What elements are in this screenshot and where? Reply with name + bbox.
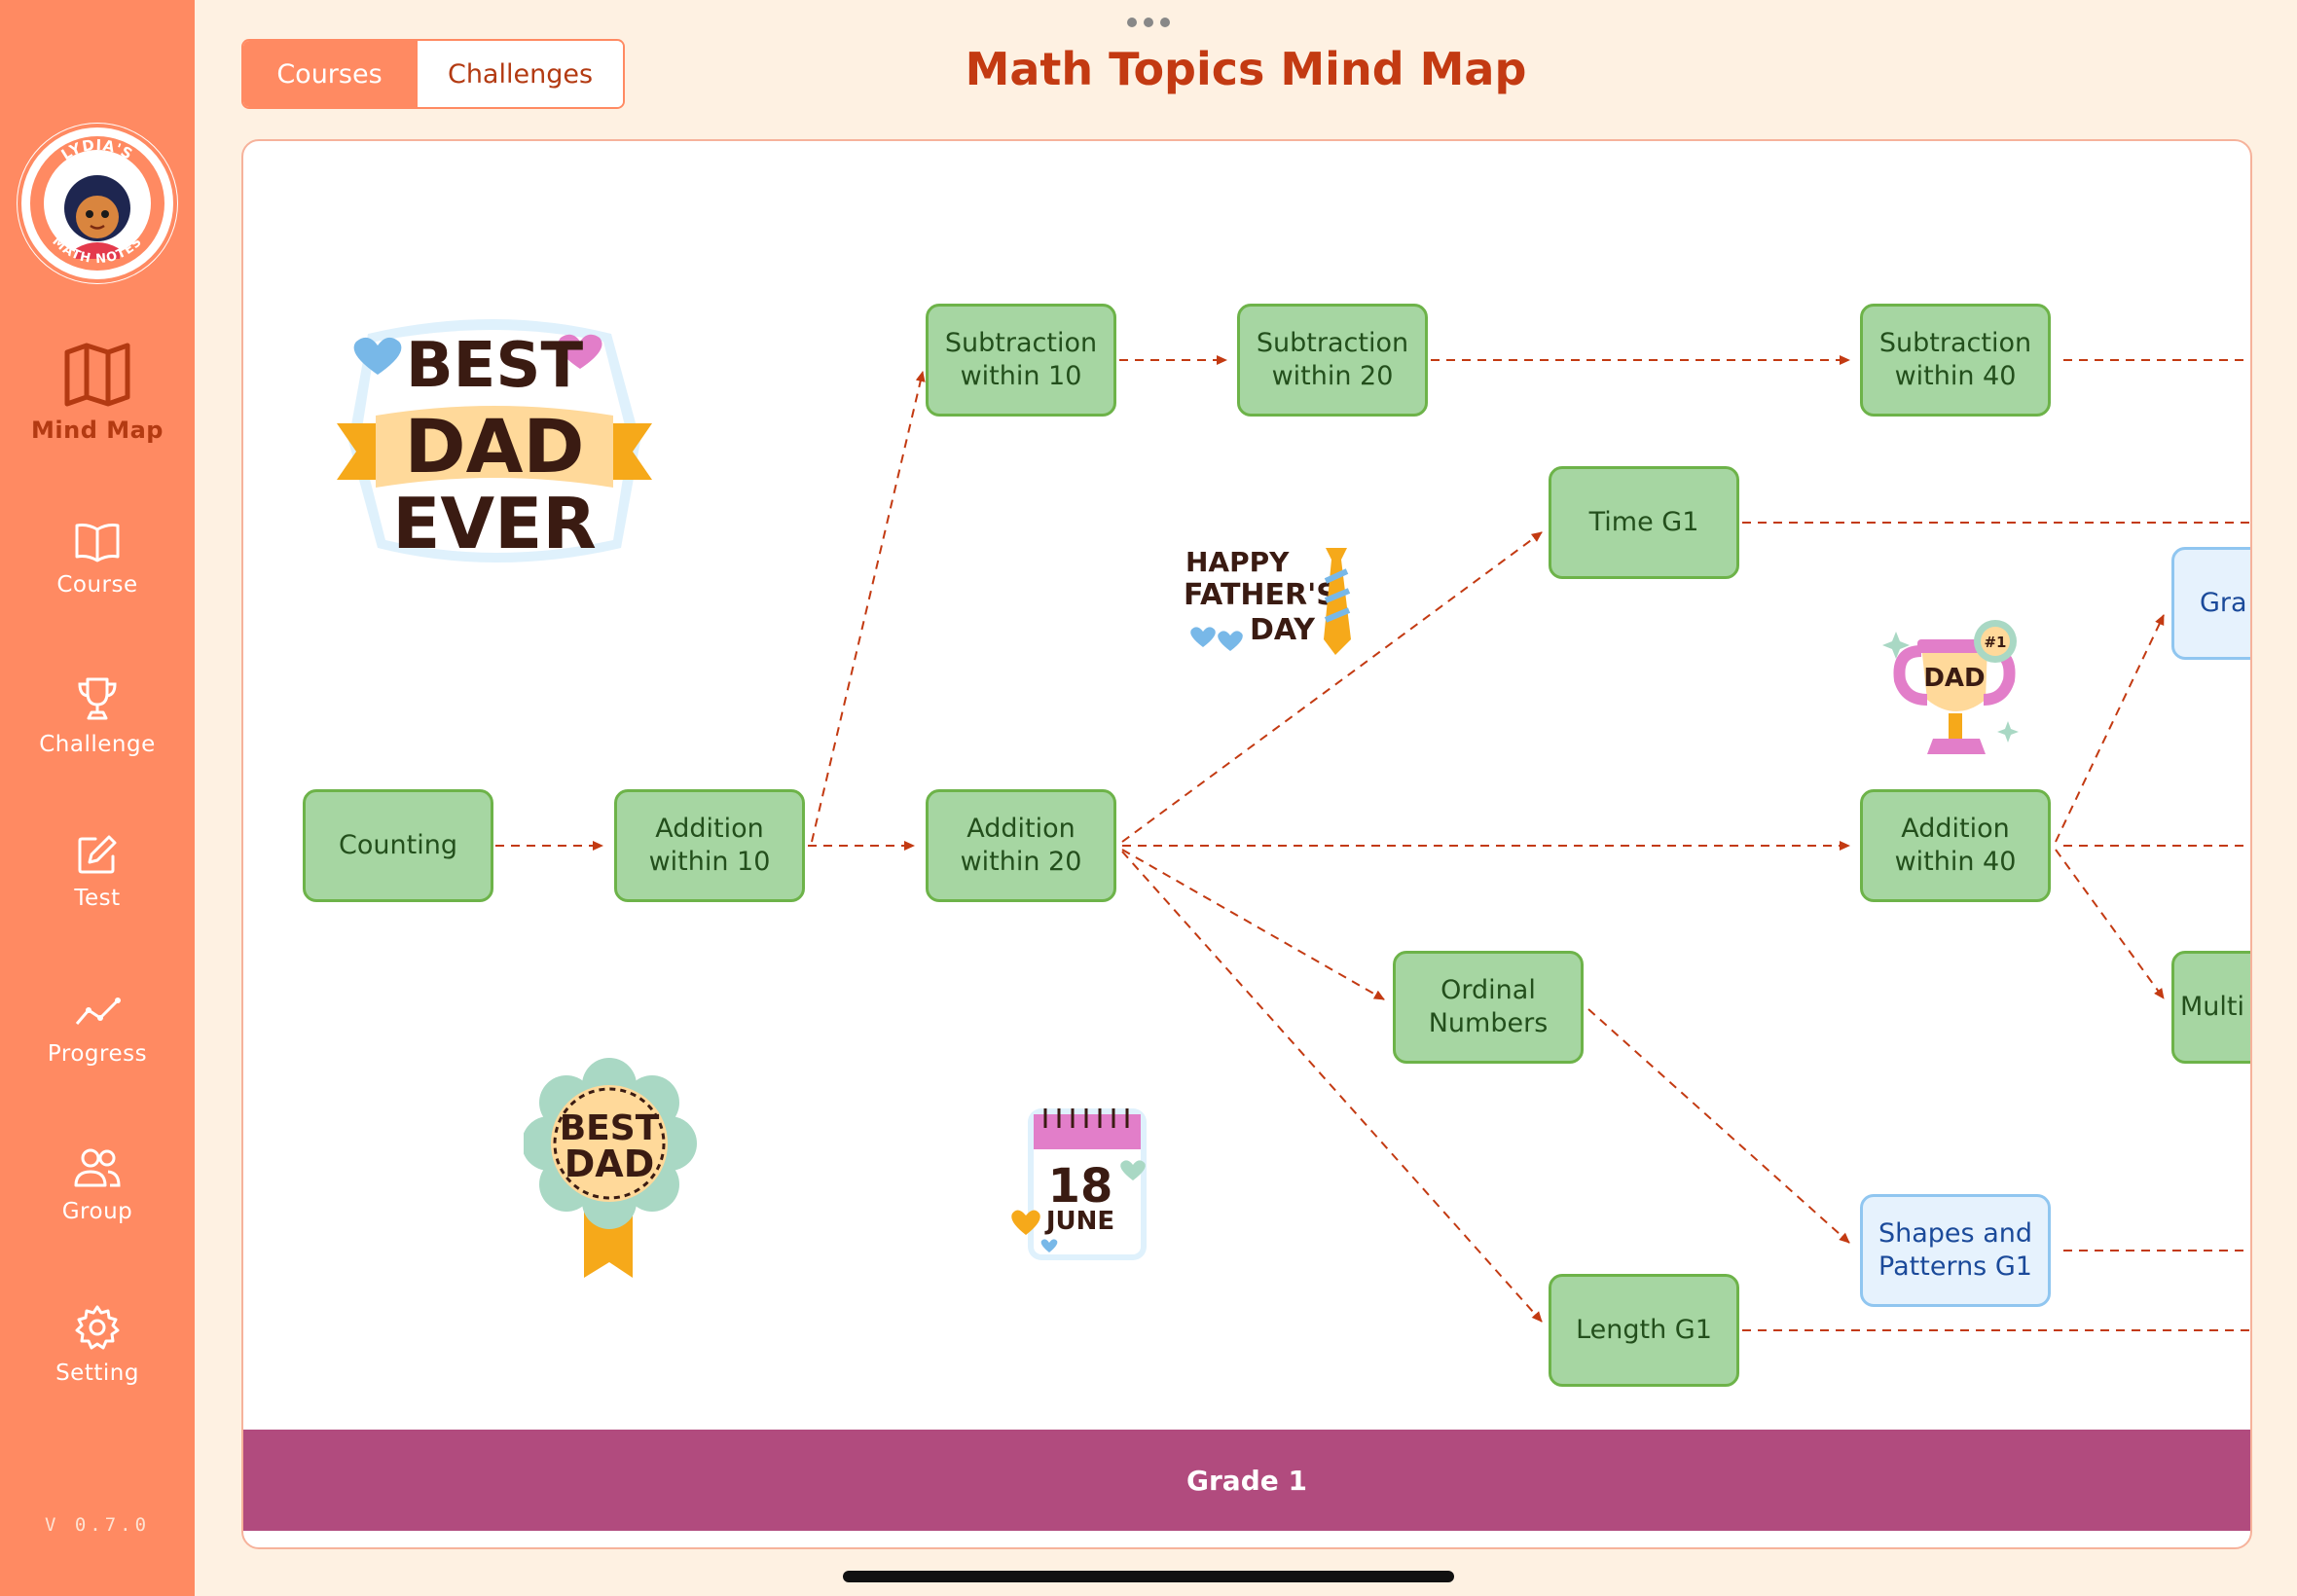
sticker-text: BEST xyxy=(406,330,584,402)
sidebar: LYDIA'S MATH NOTES Mind Map Course Chall xyxy=(0,0,195,1596)
node-subtraction-within-10[interactable]: Subtraction within 10 xyxy=(926,304,1116,417)
node-shapes-and-patterns-g1[interactable]: Shapes and Patterns G1 xyxy=(1860,1194,2051,1307)
node-time-g1[interactable]: Time G1 xyxy=(1549,466,1739,579)
sticker-text: DAY xyxy=(1250,613,1316,647)
sidebar-item-label: Challenge xyxy=(39,732,156,757)
june-18-calendar-sticker: 18 JUNE xyxy=(1010,1106,1152,1268)
sticker-text: HAPPY xyxy=(1185,546,1290,578)
edit-icon xyxy=(78,835,117,874)
edge-add40-multi xyxy=(2055,849,2165,999)
sidebar-item-course[interactable]: Course xyxy=(0,522,195,648)
sticker-text: DAD xyxy=(1923,664,1985,693)
edge-add20-ordinal xyxy=(1121,849,1385,1000)
node-graph-partial[interactable]: Gra xyxy=(2171,547,2250,660)
node-length-g1[interactable]: Length G1 xyxy=(1549,1274,1739,1387)
sticker-text: 18 xyxy=(1048,1159,1113,1214)
sticker-text: BEST xyxy=(560,1108,660,1148)
grade-band-label: Grade 1 xyxy=(243,1430,2250,1531)
sidebar-item-label: Mind Map xyxy=(31,417,164,444)
line-chart-icon xyxy=(75,998,121,1025)
mind-map-edges xyxy=(495,355,2250,1331)
node-addition-within-10[interactable]: Addition within 10 xyxy=(614,789,805,902)
users-icon xyxy=(74,1148,121,1187)
best-dad-ever-sticker: BEST DAD EVER xyxy=(329,314,660,569)
view-segmented-control: Courses Challenges xyxy=(241,39,625,109)
edge-add20-length xyxy=(1121,851,1543,1323)
node-subtraction-within-20[interactable]: Subtraction within 20 xyxy=(1237,304,1428,417)
tab-challenges[interactable]: Challenges xyxy=(416,41,623,107)
sidebar-item-challenge[interactable]: Challenge xyxy=(0,675,195,802)
app-version: V 0.7.0 xyxy=(44,1514,151,1536)
sidebar-item-label: Group xyxy=(61,1199,133,1224)
sidebar-item-label: Progress xyxy=(47,1041,148,1067)
node-addition-within-20[interactable]: Addition within 20 xyxy=(926,789,1116,902)
node-counting[interactable]: Counting xyxy=(303,789,493,902)
sticker-text: DAD xyxy=(405,403,585,490)
dad-trophy-sticker: #1 DAD xyxy=(1878,602,2034,764)
sticker-text: FATHER'S xyxy=(1184,578,1337,612)
happy-fathers-day-sticker: HAPPY FATHER'S DAY xyxy=(1180,542,1361,661)
sidebar-item-test[interactable]: Test xyxy=(0,833,195,960)
edge-ordinal-shapes xyxy=(1587,1008,1850,1244)
tab-courses[interactable]: Courses xyxy=(243,41,416,107)
gear-icon xyxy=(75,1305,120,1350)
sidebar-item-progress[interactable]: Progress xyxy=(0,993,195,1119)
edge-add40-graph xyxy=(2055,614,2165,843)
node-addition-within-40[interactable]: Addition within 40 xyxy=(1860,789,2051,902)
app-logo[interactable]: LYDIA'S MATH NOTES xyxy=(17,123,178,284)
node-subtraction-within-40[interactable]: Subtraction within 40 xyxy=(1860,304,2051,417)
trophy-icon xyxy=(78,677,117,720)
node-ordinal-numbers[interactable]: Ordinal Numbers xyxy=(1393,951,1584,1064)
sidebar-item-setting[interactable]: Setting xyxy=(0,1304,195,1431)
map-icon xyxy=(64,343,130,407)
mind-map-canvas[interactable]: Counting Addition within 10 Addition wit… xyxy=(241,139,2252,1549)
sidebar-item-group[interactable]: Group xyxy=(0,1146,195,1273)
sticker-text: DAD xyxy=(565,1143,655,1185)
sidebar-item-mind-map[interactable]: Mind Map xyxy=(0,343,195,469)
sticker-text: EVER xyxy=(392,483,597,564)
sidebar-item-label: Course xyxy=(56,572,138,598)
book-icon xyxy=(75,524,120,562)
home-indicator[interactable] xyxy=(843,1571,1454,1582)
page-title: Math Topics Mind Map xyxy=(965,43,1527,95)
node-multiplication-partial[interactable]: Multi xyxy=(2171,951,2250,1064)
sticker-text: #1 xyxy=(1984,634,2006,651)
sidebar-item-label: Setting xyxy=(55,1360,139,1386)
sidebar-item-label: Test xyxy=(74,886,121,911)
edge-add10-sub10 xyxy=(811,371,926,843)
more-dots-icon[interactable] xyxy=(1126,17,1171,28)
sticker-text: JUNE xyxy=(1044,1207,1114,1236)
best-dad-rosette-sticker: BEST DAD xyxy=(524,1048,718,1289)
